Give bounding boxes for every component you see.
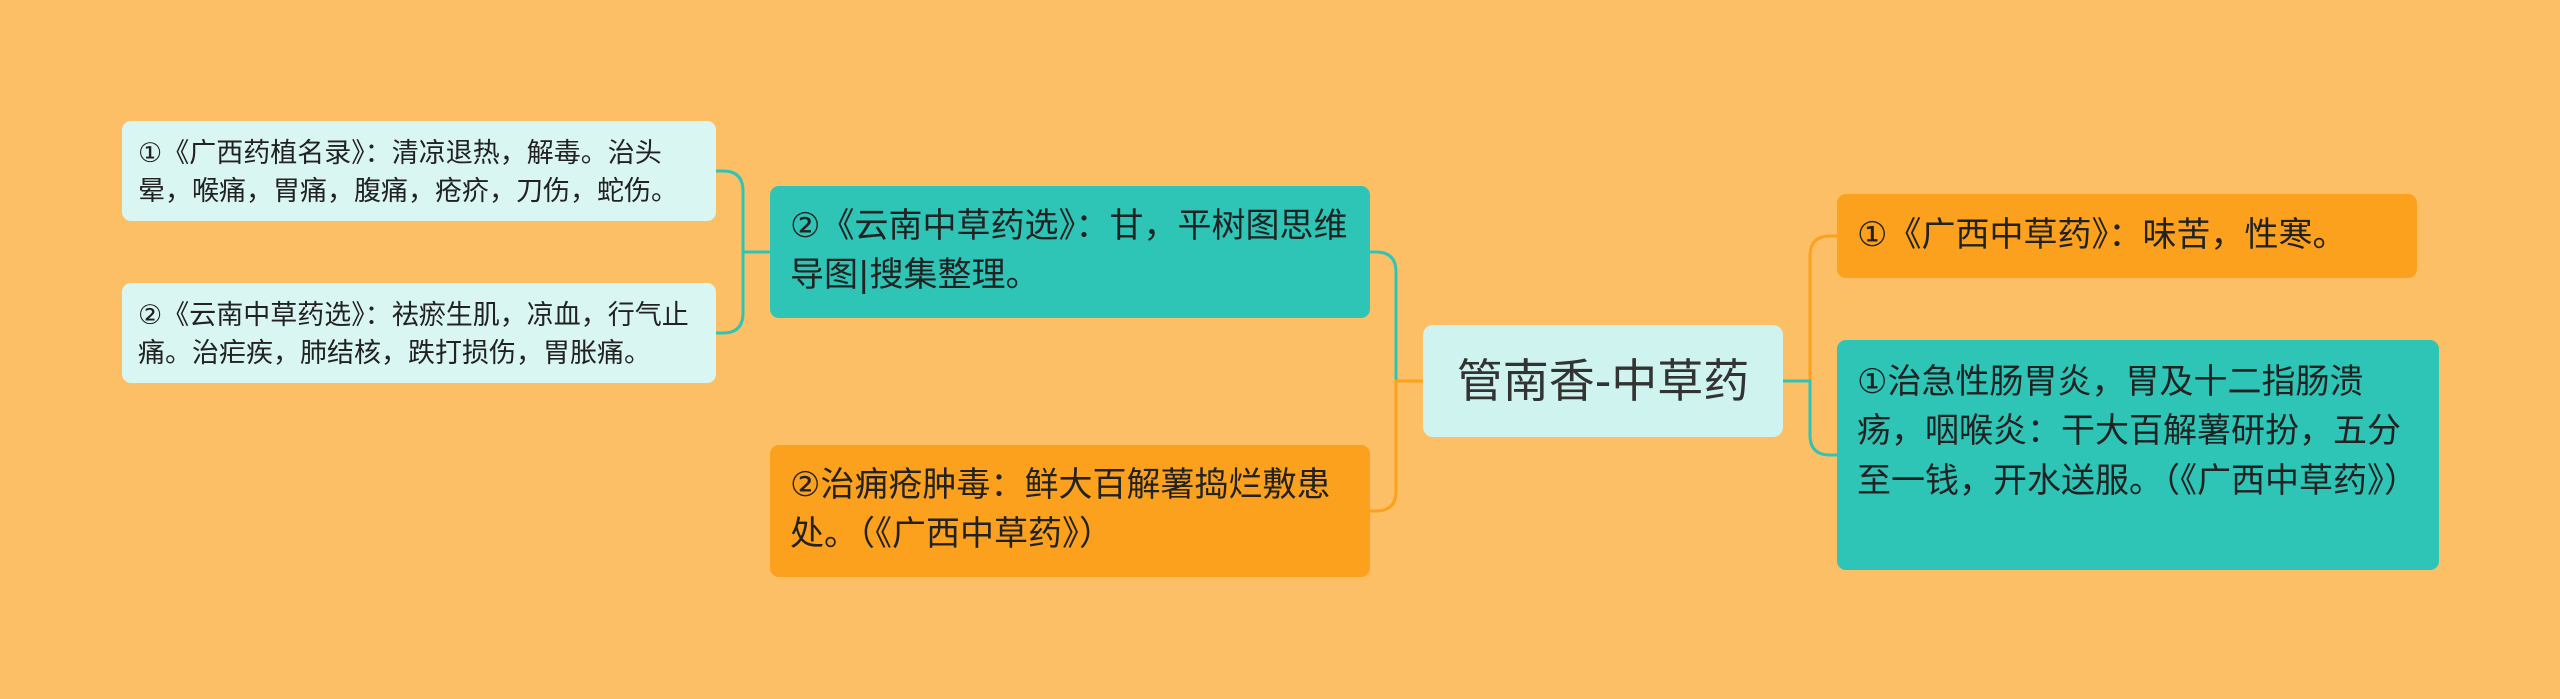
right-node-2-text: ①治急性肠胃炎，胃及十二指肠溃疡，咽喉炎：干大百解薯研扮，五分至一钱，开水送服。… <box>1857 362 2418 501</box>
connector-root-left-1 <box>1370 250 1423 383</box>
left-node-1[interactable]: ②《云南中草药选》：甘，平树图思维导图|搜集整理。 <box>770 186 1370 318</box>
connector-left1-child-2 <box>716 250 770 335</box>
connector-root-left-2 <box>1370 379 1423 513</box>
left-node-2[interactable]: ②治痈疮肿毒：鲜大百解薯捣烂敷患处。（《广西中草药》） <box>770 445 1370 577</box>
root-node[interactable]: 管南香-中草药 <box>1423 325 1783 437</box>
right-node-2[interactable]: ①治急性肠胃炎，胃及十二指肠溃疡，咽喉炎：干大百解薯研扮，五分至一钱，开水送服。… <box>1837 340 2439 570</box>
left-node-1-text: ②《云南中草药选》：甘，平树图思维导图|搜集整理。 <box>790 206 1348 296</box>
connector-left1-child-1 <box>716 169 770 254</box>
left-node-1-child-2[interactable]: ②《云南中草药选》：祛瘀生肌，凉血，行气止痛。治疟疾，肺结核，跌打损伤，胃胀痛。 <box>122 283 716 383</box>
connector-root-right-2 <box>1783 379 1837 457</box>
right-node-1-text: ①《广西中草药》：味苦，性寒。 <box>1857 215 2347 256</box>
left-node-1-child-1-text: ①《广西药植名录》：清凉退热，解毒。治头晕，喉痛，胃痛，腹痛，疮疥，刀伤，蛇伤。 <box>138 138 678 207</box>
left-node-1-child-1[interactable]: ①《广西药植名录》：清凉退热，解毒。治头晕，喉痛，胃痛，腹痛，疮疥，刀伤，蛇伤。 <box>122 121 716 221</box>
left-node-2-text: ②治痈疮肿毒：鲜大百解薯捣烂敷患处。（《广西中草药》） <box>790 465 1331 555</box>
root-label: 管南香-中草药 <box>1456 353 1750 408</box>
right-node-1[interactable]: ①《广西中草药》：味苦，性寒。 <box>1837 194 2417 278</box>
connector-root-right-1 <box>1783 234 1837 383</box>
left-node-1-child-2-text: ②《云南中草药选》：祛瘀生肌，凉血，行气止痛。治疟疾，肺结核，跌打损伤，胃胀痛。 <box>138 300 689 369</box>
